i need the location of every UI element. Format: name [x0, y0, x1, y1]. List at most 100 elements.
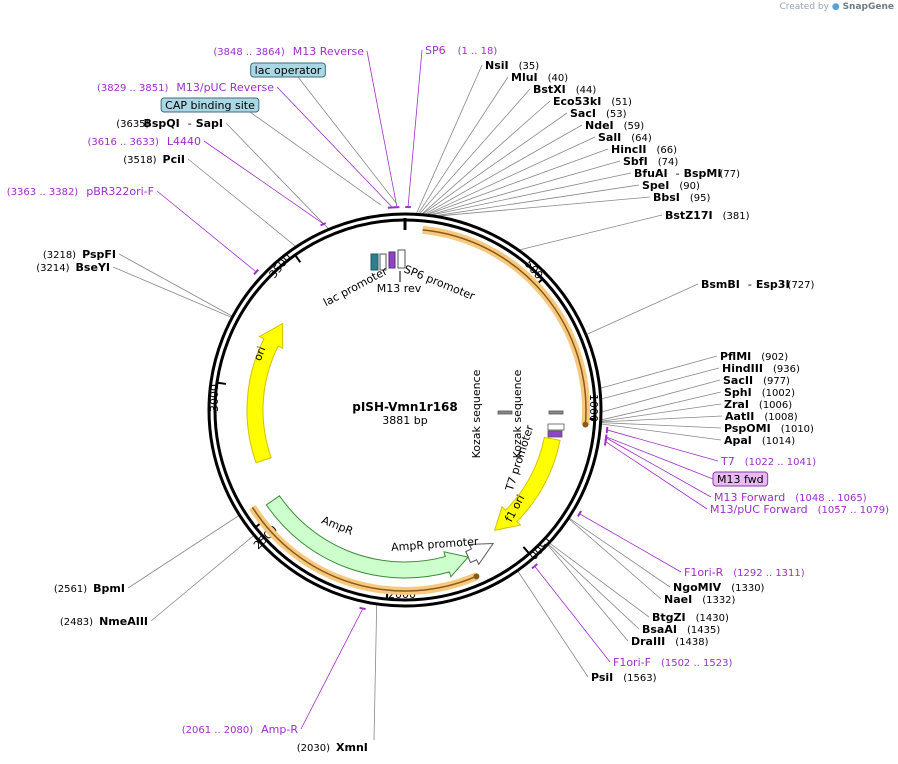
enzyme-apai[interactable]: ApaI: [724, 434, 752, 447]
kozak-box[interactable]: [497, 410, 513, 415]
primer-connector: [366, 50, 398, 207]
enzyme-nsii[interactable]: NsiI: [485, 59, 509, 72]
primer-mark: [603, 438, 607, 446]
primer-location: (3616 .. 3633): [87, 137, 159, 148]
callout-lac-operator[interactable]: lac operator: [250, 62, 326, 78]
enzyme-location: (381): [723, 211, 750, 222]
primer-t7[interactable]: T7(1022 .. 1041): [720, 455, 816, 468]
enzyme-bfuai-bspmi[interactable]: BfuAI-BspMI: [634, 167, 721, 180]
primer-m13-puc-reverse[interactable]: M13/pUC Reverse(3829 .. 3851): [97, 81, 274, 94]
primer-m13-puc-forward[interactable]: M13/pUC Forward(1057 .. 1079): [710, 503, 889, 516]
enzyme-connector: [568, 518, 662, 600]
primer-label: M13 Reverse: [293, 45, 364, 58]
enzyme-bstz17i[interactable]: BstZ17I: [665, 209, 713, 222]
primer-label: Amp-R: [261, 723, 298, 736]
enzyme-hindiii[interactable]: HindIII: [722, 362, 763, 375]
enzyme-ngomiv[interactable]: NgoMIV: [673, 581, 722, 594]
enzyme-ndei[interactable]: NdeI: [585, 119, 614, 132]
enzyme-xmni[interactable]: XmnI: [336, 741, 368, 754]
primer-amp-r[interactable]: Amp-R(2061 .. 2080): [182, 723, 299, 736]
enzyme-bbsi[interactable]: BbsI: [653, 191, 680, 204]
primer-f1ori-f[interactable]: F1ori-F(1502 .. 1523): [613, 656, 732, 669]
primer-connector: [607, 429, 719, 462]
enzyme-pflmi[interactable]: PflMI: [720, 350, 751, 363]
primer-label: SP6: [425, 44, 446, 57]
enzyme-sphi[interactable]: SphI: [724, 386, 752, 399]
t7-promoter-box[interactable]: [547, 423, 565, 431]
primer-connector: [276, 86, 392, 207]
enzyme-eco53ki[interactable]: Eco53kI: [553, 95, 601, 108]
enzyme-location: (2561): [54, 584, 87, 595]
primer-label: F1ori-F: [613, 656, 651, 669]
backbone: [207, 212, 603, 608]
lac-operator-box[interactable]: [379, 253, 387, 271]
callout-connector: [297, 76, 398, 205]
kozak-box[interactable]: [548, 410, 564, 415]
enzyme-hincii[interactable]: HincII: [611, 143, 647, 156]
enzyme-connector: [600, 403, 722, 422]
enzyme-connector: [373, 603, 378, 741]
enzyme-mlui[interactable]: MluI: [511, 71, 538, 84]
m13-rev-box[interactable]: [388, 251, 396, 269]
enzyme-connector: [600, 422, 722, 429]
sp6-promoter-box[interactable]: [397, 249, 406, 269]
enzyme-naei[interactable]: NaeI: [664, 593, 692, 606]
f1-ori-feature[interactable]: [493, 436, 561, 531]
primer-sp6[interactable]: SP6 (1 .. 18): [425, 44, 497, 57]
enzyme-bsmbi-esp3i[interactable]: BsmBI-Esp3I: [701, 278, 790, 291]
enzyme-bspqi-sapi[interactable]: BspQI-SapI: [143, 117, 223, 130]
enzyme-bpmi[interactable]: BpmI: [93, 582, 125, 595]
enzyme-sbfi[interactable]: SbfI: [623, 155, 648, 168]
primer-m13-fwd[interactable]: M13 fwd: [712, 471, 769, 487]
primer-location: (1 .. 18): [458, 46, 498, 57]
feature-label-m13-rev: M13 rev: [377, 282, 422, 295]
enzyme-bstxi[interactable]: BstXI: [533, 83, 566, 96]
enzyme-bsaai[interactable]: BsaAI: [642, 623, 677, 636]
primer-connector: [407, 49, 423, 207]
watermark: Created by ● SnapGene: [779, 2, 894, 12]
enzyme-sali[interactable]: SalI: [598, 131, 621, 144]
enzyme-connector: [434, 196, 651, 217]
enzyme-connector: [585, 283, 699, 336]
enzyme-spei[interactable]: SpeI: [642, 179, 669, 192]
ori-feature[interactable]: [246, 322, 284, 464]
primer-label: M13 fwd: [717, 473, 764, 486]
primer-pbr322ori-f[interactable]: pBR322ori-F(3363 .. 3382): [7, 185, 154, 198]
enzyme-pspomi[interactable]: PspOMI: [724, 422, 771, 435]
primer-location: (1057 .. 1079): [818, 505, 890, 516]
enzyme-pspfi[interactable]: PspFI: [82, 248, 116, 261]
enzyme-location: (59): [624, 121, 645, 132]
enzyme-location: (53): [606, 109, 627, 120]
ampr-feature[interactable]: [265, 495, 470, 579]
m13-fwd-box[interactable]: [547, 430, 563, 438]
enzyme-zrai[interactable]: ZraI: [724, 398, 749, 411]
enzyme-connector: [517, 570, 589, 678]
callout-connector: [249, 111, 382, 206]
enzyme-pcii[interactable]: PciI: [163, 153, 185, 166]
feature-label-ampr: AmpR: [320, 514, 356, 538]
enzyme-aatii[interactable]: AatII: [725, 410, 754, 423]
enzyme-connector: [429, 172, 632, 216]
enzyme-location: (35): [519, 61, 540, 72]
primer-m13-forward[interactable]: M13 Forward(1048 .. 1065): [714, 491, 867, 504]
band-arrowhead: [473, 573, 480, 580]
primer-mark: [387, 206, 396, 209]
enzyme-draiii[interactable]: DraIII: [631, 635, 665, 648]
primer-m13-reverse[interactable]: M13 Reverse(3848 .. 3864): [213, 45, 364, 58]
callout-cap-binding-site[interactable]: CAP binding site: [160, 97, 260, 113]
enzyme-btgzi[interactable]: BtgZI: [652, 611, 686, 624]
lac-promoter-box[interactable]: [370, 253, 379, 271]
primer-location: (1048 .. 1065): [795, 493, 867, 504]
primer-connector: [606, 441, 708, 510]
primer-connector: [203, 140, 323, 224]
enzyme-connector: [418, 88, 531, 215]
enzyme-saci[interactable]: SacI: [570, 107, 596, 120]
enzyme-psii[interactable]: PsiI: [591, 671, 613, 684]
primer-f1ori-r[interactable]: F1ori-R(1292 .. 1311): [684, 566, 805, 579]
enzyme-sacii[interactable]: SacII: [723, 374, 753, 387]
enzyme-nmeaiii[interactable]: NmeAIII: [99, 615, 148, 628]
enzyme-bseyi[interactable]: BseYI: [76, 261, 110, 274]
enzyme-connector: [600, 391, 722, 421]
primer-l4440[interactable]: L4440(3616 .. 3633): [87, 135, 201, 148]
tick-label: 3000: [208, 384, 221, 412]
